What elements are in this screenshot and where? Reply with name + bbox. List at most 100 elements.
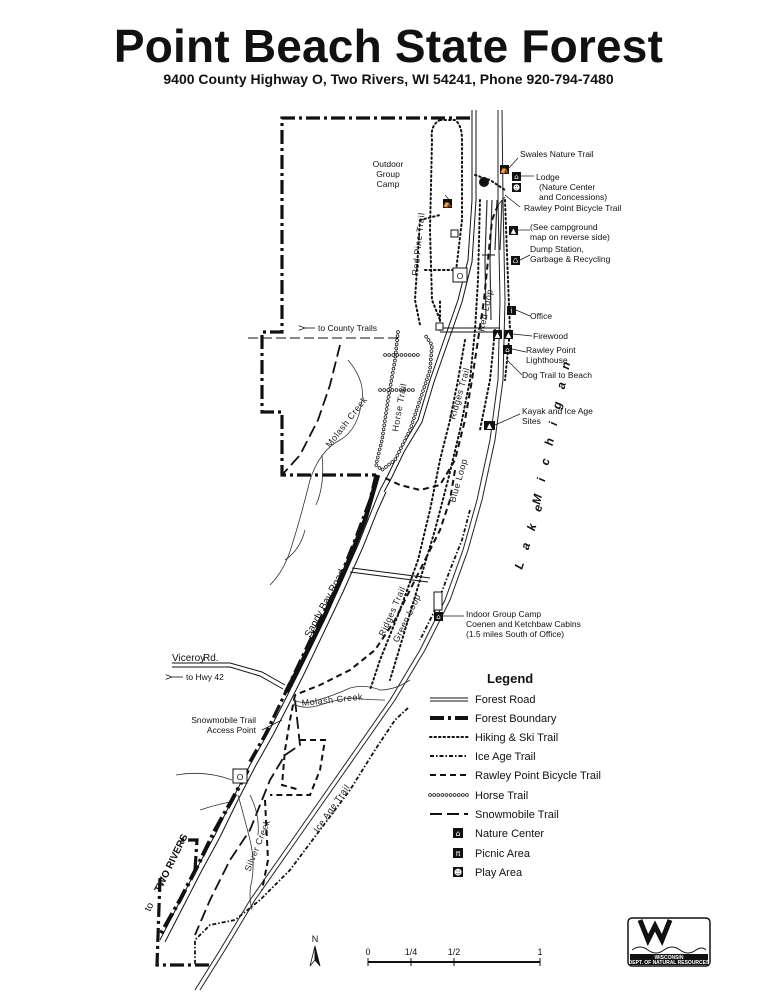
svg-text:π: π — [456, 849, 461, 858]
building-markers — [433, 229, 459, 611]
legend-item-ice-age: Ice Age Trail — [430, 751, 536, 763]
dump-station-icon: ♺ — [511, 256, 520, 265]
label-lighthouse-1: Rawley Point — [526, 345, 576, 355]
label-to-hwy-42: to Hwy 42 — [172, 672, 224, 682]
nature-center-icon: ⌂ — [512, 172, 521, 181]
label-molash-creek-north: Molash Creek — [324, 395, 370, 450]
svg-text:i: i — [511, 307, 513, 315]
highway-o-shield-south: O — [232, 768, 248, 784]
legend-title: Legend — [487, 671, 533, 686]
legend-item-picnic-area: π Picnic Area — [453, 848, 531, 860]
label-snowmobile-access-2: Access Point — [207, 725, 257, 735]
label-kayak-2: Sites — [522, 416, 541, 426]
svg-text:☻: ☻ — [513, 184, 520, 192]
ice-age-trail — [194, 509, 471, 965]
svg-text:☻: ☻ — [454, 868, 462, 877]
svg-text:▲: ▲ — [495, 331, 501, 339]
svg-text:▲: ▲ — [506, 331, 512, 339]
scale-tick-half: 1/2 — [448, 947, 461, 957]
svg-text:⛺: ⛺ — [500, 166, 509, 174]
label-viceroy-rd: Rd. — [203, 653, 219, 664]
svg-text:Hiking & Ski Trail: Hiking & Ski Trail — [475, 732, 558, 744]
legend-item-nature-center: ⌂ Nature Center — [453, 828, 544, 840]
horse-trail — [374, 330, 434, 473]
svg-text:Picnic Area: Picnic Area — [475, 848, 531, 860]
svg-text:DEPT. OF NATURAL RESOURCES: DEPT. OF NATURAL RESOURCES — [629, 960, 710, 966]
legend-item-snowmobile: Snowmobile Trail — [430, 809, 559, 821]
label-dog-trail: Dog Trail to Beach — [522, 370, 592, 380]
label-firewood: Firewood — [533, 331, 568, 341]
legend-item-forest-boundary: Forest Boundary — [430, 713, 557, 725]
svg-text:▲: ▲ — [487, 422, 493, 430]
svg-text:N: N — [312, 934, 319, 944]
legend-item-play-area: ☻ Play Area — [453, 867, 523, 879]
leader-lines — [261, 157, 534, 731]
label-dump-station-2: Garbage & Recycling — [530, 254, 611, 264]
svg-text:Rawley Point Bicycle Trail: Rawley Point Bicycle Trail — [475, 770, 601, 782]
svg-text:Play Area: Play Area — [475, 867, 523, 879]
label-two-rivers: TWO RIVERS — [153, 832, 191, 894]
label-indoor-camp-2: Coenen and Ketchbaw Cabins — [466, 619, 581, 629]
forest-boundary-road — [284, 474, 381, 694]
label-blue-loop: Blue Loop — [447, 457, 469, 503]
svg-text:to Hwy 42: to Hwy 42 — [186, 672, 224, 682]
label-dump-station-1: Dump Station, — [530, 244, 584, 254]
play-area-icon — [453, 867, 463, 877]
label-viceroy: Viceroy — [172, 653, 205, 664]
label-kayak-1: Kayak and Ice Age — [522, 406, 593, 416]
map-subtitle: 9400 County Highway O, Two Rivers, WI 54… — [163, 71, 614, 87]
firewood-icon-2: ▲ — [504, 330, 513, 339]
label-camp: Camp — [377, 179, 400, 189]
label-county-trails: to County Trails — [305, 323, 377, 333]
scale-tick-quarter: 1/4 — [405, 947, 418, 957]
label-swales-nature-trail: Swales Nature Trail — [520, 149, 594, 159]
legend-item-bicycle: Rawley Point Bicycle Trail — [430, 770, 601, 782]
svg-text:Nature Center: Nature Center — [475, 828, 544, 840]
label-indoor-camp-3: (1.5 miles South of Office) — [466, 629, 564, 639]
lighthouse-icon: ⌂ — [503, 345, 512, 354]
label-lodge: Lodge — [536, 172, 560, 182]
label-red-loop: Red Loop — [476, 288, 495, 332]
north-arrow-icon: N — [309, 934, 321, 967]
snowmobile-trail — [194, 344, 341, 936]
label-indoor-camp-1: Indoor Group Camp — [466, 609, 541, 619]
svg-text:⌂: ⌂ — [436, 613, 440, 621]
lodge-play-icon — [479, 177, 489, 187]
label-campground-note-2: map on reverse side) — [530, 232, 610, 242]
creeks — [175, 359, 411, 911]
label-rawley-bicycle-trail: Rawley Point Bicycle Trail — [524, 203, 621, 213]
campground-icon: ▲ — [509, 226, 518, 235]
scale-bar: 0 1/4 1/2 1 — [365, 947, 543, 966]
svg-text:Ice Age Trail: Ice Age Trail — [475, 751, 536, 763]
indoor-camp-icon: ⌂ — [434, 612, 443, 621]
bicycle-trail — [261, 204, 499, 891]
label-lodge-concessions: and Concessions) — [539, 192, 607, 202]
legend: Legend Forest Road Forest Boundary Hikin… — [428, 671, 601, 879]
wdnr-logo: WISCONSIN DEPT. OF NATURAL RESOURCES — [627, 917, 711, 967]
kayak-icon: ▲ — [484, 421, 495, 430]
highway-o-shield-north: O — [452, 267, 468, 283]
svg-text:O: O — [457, 271, 464, 281]
play-area-icon: ☻ — [512, 183, 521, 192]
label-lighthouse-2: Lighthouse — [526, 355, 568, 365]
svg-text:Snowmobile Trail: Snowmobile Trail — [475, 809, 559, 821]
legend-item-forest-road: Forest Road — [430, 694, 536, 706]
label-group: Group — [376, 169, 400, 179]
firewood-icon-1: ▲ — [493, 330, 502, 339]
legend-item-hiking-ski: Hiking & Ski Trail — [429, 732, 558, 744]
svg-text:Horse Trail: Horse Trail — [475, 790, 528, 802]
swales-trail-icon: ⛺ — [500, 165, 509, 174]
svg-text:WISCONSIN: WISCONSIN — [655, 955, 684, 961]
legend-item-horse: Horse Trail — [428, 790, 528, 802]
map-title: Point Beach State Forest — [113, 20, 664, 72]
label-to: to — [143, 901, 157, 914]
scale-tick-0: 0 — [365, 947, 370, 957]
forest-road-main — [159, 110, 477, 943]
facility-icons: ⛺ ⌂ ☻ ⛺ ▲ ♺ i ▲ ▲ ⌂ ▲ ⌂ — [434, 165, 521, 621]
label-molash-creek-south: Molash Creek — [301, 692, 363, 708]
office-icon: i — [507, 306, 516, 315]
svg-text:O: O — [237, 772, 244, 782]
label-lodge-nature: (Nature Center — [539, 182, 595, 192]
svg-text:▲: ▲ — [511, 227, 517, 235]
hiking-ski-trails — [369, 119, 512, 691]
